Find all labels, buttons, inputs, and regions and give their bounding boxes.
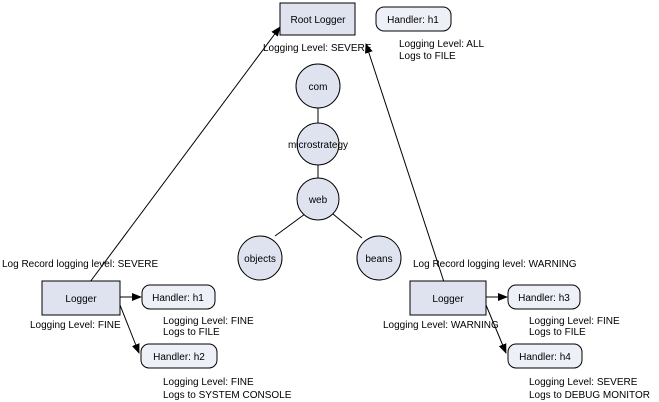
right-handler-h3-level: Logging Level: FINE	[529, 316, 620, 327]
root-logger: Root Logger Logging Level: SEVERE	[263, 2, 372, 54]
package-node-objects: objects	[237, 235, 283, 281]
left-handler-h2-logs: Logs to SYSTEM CONSOLE	[163, 390, 292, 401]
left-handler-h2-box	[140, 343, 218, 369]
package-node-objects-circle	[237, 235, 283, 281]
right-logger-level: Logging Level: WARNING	[383, 320, 499, 331]
left-handler-h1-level: Logging Level: FINE	[163, 316, 254, 327]
left-handler-h1: Handler: h1 Logging Level: FINE Logs to …	[141, 284, 254, 338]
right-logger-box	[409, 280, 487, 316]
right-logger: Log Record logging level: WARNING Logger…	[383, 259, 577, 331]
right-logger-label: Logger	[432, 294, 464, 305]
package-node-web-label: web	[308, 195, 328, 206]
root-handler-h1-logs: Logs to FILE	[399, 51, 456, 62]
root-logger-box	[279, 2, 356, 36]
right-handler-h3-label: Handler: h3	[518, 293, 570, 304]
package-node-objects-label: objects	[244, 254, 276, 265]
left-handler-h1-logs: Logs to FILE	[163, 327, 220, 338]
right-handler-h4: Handler: h4 Logging Level: SEVERE Logs t…	[507, 343, 650, 401]
package-node-microstrategy: microstrategy	[288, 122, 348, 166]
right-logger-to-h4-arrow	[485, 304, 507, 354]
right-handler-h4-level: Logging Level: SEVERE	[529, 377, 638, 388]
package-node-com-label: com	[309, 82, 328, 93]
root-handler-h1-label: Handler: h1	[387, 15, 439, 26]
left-handler-h1-label: Handler: h1	[152, 293, 204, 304]
package-node-microstrategy-label: microstrategy	[288, 140, 348, 151]
left-logger-to-root-arrow	[89, 26, 281, 283]
root-handler-h1-box	[375, 6, 452, 32]
right-log-record-level: Log Record logging level: WARNING	[413, 259, 577, 270]
edge-web-beans	[332, 213, 363, 239]
right-handler-h4-logs: Logs to DEBUG MONITOR	[529, 390, 650, 401]
right-handler-h3-box	[507, 284, 581, 310]
left-handler-h1-box	[141, 284, 216, 310]
root-handler-h1-level: Logging Level: ALL	[399, 39, 485, 50]
right-handler-h4-box	[507, 343, 583, 369]
package-node-web: web	[296, 177, 340, 221]
right-handler-h4-label: Handler: h4	[519, 352, 571, 363]
left-logger: Log Record logging level: SEVERE Logger …	[2, 259, 159, 331]
edge-web-objects	[274, 213, 306, 237]
root-logger-level: Logging Level: SEVERE	[263, 43, 372, 54]
right-handler-h3-logs: Logs to FILE	[529, 327, 586, 338]
left-logger-box	[41, 280, 121, 316]
left-logger-label: Logger	[65, 294, 97, 305]
right-logger-to-root-arrow	[365, 43, 445, 283]
root-logger-label: Root Logger	[290, 15, 346, 26]
left-logger-to-h2-arrow	[119, 304, 140, 354]
root-handler-h1: Handler: h1 Logging Level: ALL Logs to F…	[375, 6, 485, 62]
right-handler-h3: Handler: h3 Logging Level: FINE Logs to …	[507, 284, 620, 338]
package-node-web-circle	[296, 177, 340, 221]
left-log-record-level: Log Record logging level: SEVERE	[2, 259, 159, 270]
package-node-com-circle	[295, 63, 341, 109]
package-node-microstrategy-circle	[296, 122, 340, 166]
left-handler-h2: Handler: h2 Logging Level: FINE Logs to …	[140, 343, 292, 401]
left-logger-level: Logging Level: FINE	[30, 320, 121, 331]
package-node-beans: beans	[356, 235, 402, 281]
left-handler-h2-level: Logging Level: FINE	[163, 377, 254, 388]
package-node-com: com	[295, 63, 341, 109]
package-node-beans-label: beans	[365, 254, 392, 265]
left-handler-h2-label: Handler: h2	[153, 352, 205, 363]
package-node-beans-circle	[356, 235, 402, 281]
